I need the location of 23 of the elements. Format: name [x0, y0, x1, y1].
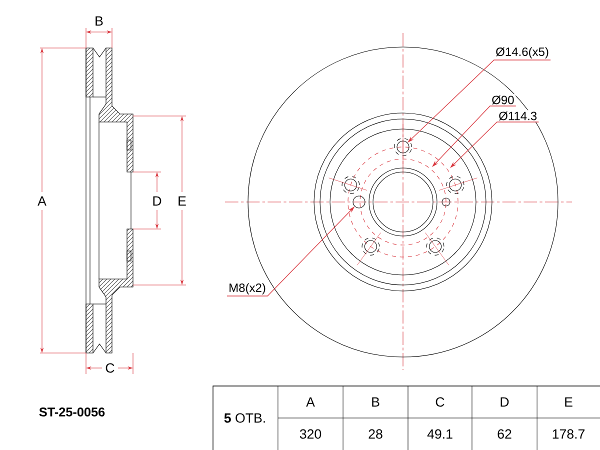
table-header: A — [306, 397, 315, 407]
mounting-hole — [352, 196, 366, 208]
bolt-hole — [396, 140, 410, 154]
table-cell: 49.1 — [427, 429, 452, 439]
dimension-label: C — [106, 363, 114, 373]
table-header: D — [500, 397, 509, 407]
table-cell: 28 — [368, 429, 382, 439]
table-header: C — [436, 397, 444, 407]
table-cell: 62 — [498, 429, 512, 439]
table-cell: 320 — [300, 429, 322, 439]
dimension-label: D — [153, 196, 162, 206]
dimension-callout: M8(x2) — [227, 282, 268, 296]
dimension-callout: Ø90 — [490, 94, 516, 106]
dimension-label: E — [178, 196, 186, 206]
table-cell: 178.7 — [552, 429, 585, 439]
dimension-label: B — [96, 16, 103, 26]
dimension-callout: Ø114.3 — [497, 110, 538, 122]
dimension-callout: Ø14.6(x5) — [494, 46, 550, 60]
part-number: ST-25-0056 — [39, 408, 105, 416]
table-cell: 5 ОТВ. — [224, 413, 265, 423]
table-header: E — [565, 397, 572, 407]
dimension-label: A — [38, 196, 46, 206]
table-header: B — [372, 397, 380, 407]
